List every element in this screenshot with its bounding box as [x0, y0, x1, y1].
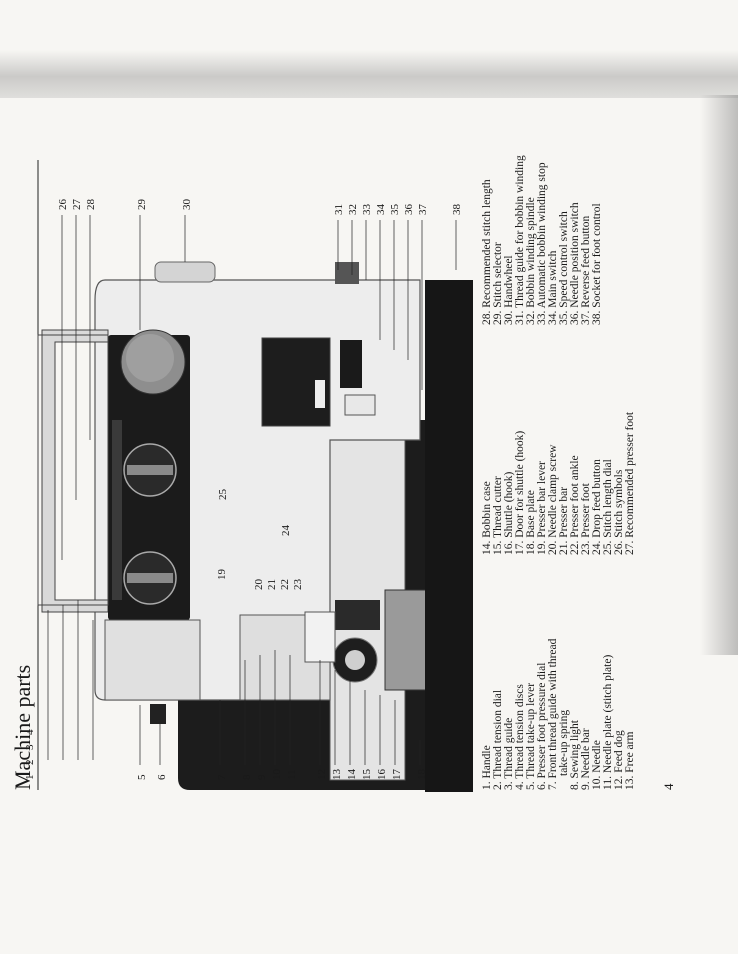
callout-1: 1 — [24, 775, 36, 781]
legend-item: 22. Presser foot ankle — [569, 455, 581, 555]
callout-28: 28 — [85, 199, 97, 211]
legend-col1: 1. Handle 2. Thread tension dial 3. Thre… — [481, 638, 636, 790]
legend-item: 20. Needle clamp screw — [547, 444, 559, 555]
callout-9: 9 — [256, 774, 268, 780]
callout-34: 34 — [375, 204, 387, 216]
callout-32: 32 — [347, 204, 359, 215]
callout-25: 25 — [217, 489, 229, 501]
machine-illustration — [37, 261, 473, 792]
callout-21: 21 — [266, 579, 278, 590]
legend-item: 38. Socket for foot control — [591, 203, 603, 325]
leader-lines-right-top — [61, 215, 186, 560]
callout-6: 6 — [156, 774, 168, 780]
callout-38: 38 — [451, 204, 463, 216]
legend-item: 5. Thread take-up lever — [525, 683, 537, 790]
leader-lines-right-bottom — [337, 220, 457, 390]
callout-31: 31 — [333, 204, 345, 215]
callout-19: 19 — [216, 569, 228, 581]
legend-item: 23. Presser foot — [580, 482, 592, 555]
legend-item: 36. Needle position switch — [569, 202, 581, 325]
callout-26: 26 — [57, 199, 69, 211]
legend-item: take-up spring — [558, 710, 570, 776]
scan-shadow-right — [700, 95, 738, 655]
legend-item: 14. Bobbin case — [481, 481, 493, 555]
callout-15: 15 — [361, 769, 373, 781]
callout-3: 3 — [24, 744, 36, 750]
legend-item: 13. Free arm — [624, 732, 636, 790]
legend-item: 34. Main switch — [547, 250, 559, 325]
legend-item: 33. Automatic bobbin winding stop — [536, 162, 548, 325]
scan-shadow-top — [0, 50, 738, 98]
callout-12: 12 — [316, 769, 328, 780]
legend-col3: 28. Recommended stitch length 29. Stitch… — [481, 155, 603, 325]
legend-item: 15. Thread cutter — [492, 476, 504, 555]
callouts-right-bottom: 31 32 33 34 35 36 37 38 — [333, 204, 463, 216]
callout-23: 23 — [292, 579, 304, 591]
legend-item: 10. Needle — [591, 740, 603, 790]
callout-17: 17 — [391, 769, 403, 781]
callout-33: 33 — [361, 204, 373, 216]
legend-item: 24. Drop feed button — [591, 459, 603, 555]
callout-11: 11 — [286, 769, 298, 780]
callouts-left: 1 2 3 4 5 6 7 8 9 10 11 12 13 14 15 16 1… — [24, 729, 428, 780]
legend-item: 29. Stitch selector — [492, 242, 504, 325]
callouts-right-top: 26 27 28 29 30 — [57, 199, 193, 211]
legend-item: 19. Presser bar lever — [536, 461, 548, 555]
callout-2: 2 — [24, 760, 36, 766]
callout-37: 37 — [417, 204, 429, 216]
legend-item: 6. Presser foot pressure dial — [536, 663, 548, 790]
callout-10: 10 — [271, 769, 283, 781]
callout-14: 14 — [346, 769, 358, 781]
legend-item: 8. Sewing light — [569, 719, 581, 790]
callout-13: 13 — [331, 769, 343, 781]
leader-lines-left — [47, 600, 421, 765]
legend-col2: 14. Bobbin case 15. Thread cutter 16. Sh… — [481, 411, 636, 555]
legend-item: 2. Thread tension dial — [492, 690, 504, 790]
legend-item: 30. Handwheel — [503, 255, 515, 325]
callout-16: 16 — [376, 769, 388, 781]
legend-item: 37. Reverse feed button — [580, 216, 592, 325]
legend-item: 28. Recommended stitch length — [481, 179, 493, 325]
legend-item: 9. Needle bar — [580, 728, 592, 790]
legend-item: 31. Thread guide for bobbin winding — [514, 155, 526, 325]
callout-5: 5 — [136, 774, 148, 780]
page-title: Machine parts — [10, 665, 35, 790]
legend-item: 17. Door for shuttle (hook) — [514, 431, 526, 555]
callouts-middle: 19 20 21 22 23 24 25 — [216, 489, 304, 591]
legend-item: 26. Stitch symbols — [613, 469, 625, 555]
callout-35: 35 — [389, 204, 401, 216]
legend-item: 12. Feed dog — [613, 730, 625, 790]
legend-item: 3. Thread guide — [503, 718, 515, 790]
callout-22: 22 — [279, 579, 291, 590]
callout-7: 7 — [216, 774, 228, 780]
callout-18: 18 — [416, 769, 428, 781]
legend-item: 18. Base plate — [525, 490, 537, 555]
callout-27: 27 — [71, 199, 83, 211]
legend-item: 21. Presser bar — [558, 487, 570, 555]
legend-item: 35. Speed control switch — [558, 211, 570, 325]
callout-29: 29 — [136, 199, 148, 211]
legend-item: 1. Handle — [481, 745, 493, 790]
page-number: 4 — [661, 783, 676, 790]
legend-item: 16. Shuttle (hook) — [503, 471, 515, 555]
callout-8: 8 — [241, 774, 253, 780]
callout-20: 20 — [253, 579, 265, 591]
legend-item: 27. Recommended presser foot — [624, 411, 636, 555]
callout-4: 4 — [24, 729, 36, 735]
callout-30: 30 — [181, 199, 193, 211]
legend-item: 11. Needle plate (stitch plate) — [602, 655, 614, 790]
legend-item: 32. Bobbin winding spindle — [525, 197, 537, 325]
callout-36: 36 — [403, 204, 415, 216]
legend-item: 25. Stitch length dial — [602, 459, 614, 555]
legend-item: 4. Thread tension discs — [514, 684, 526, 790]
callout-24: 24 — [280, 525, 292, 537]
legend-item: 7. Front thread guide with thread — [547, 638, 559, 790]
